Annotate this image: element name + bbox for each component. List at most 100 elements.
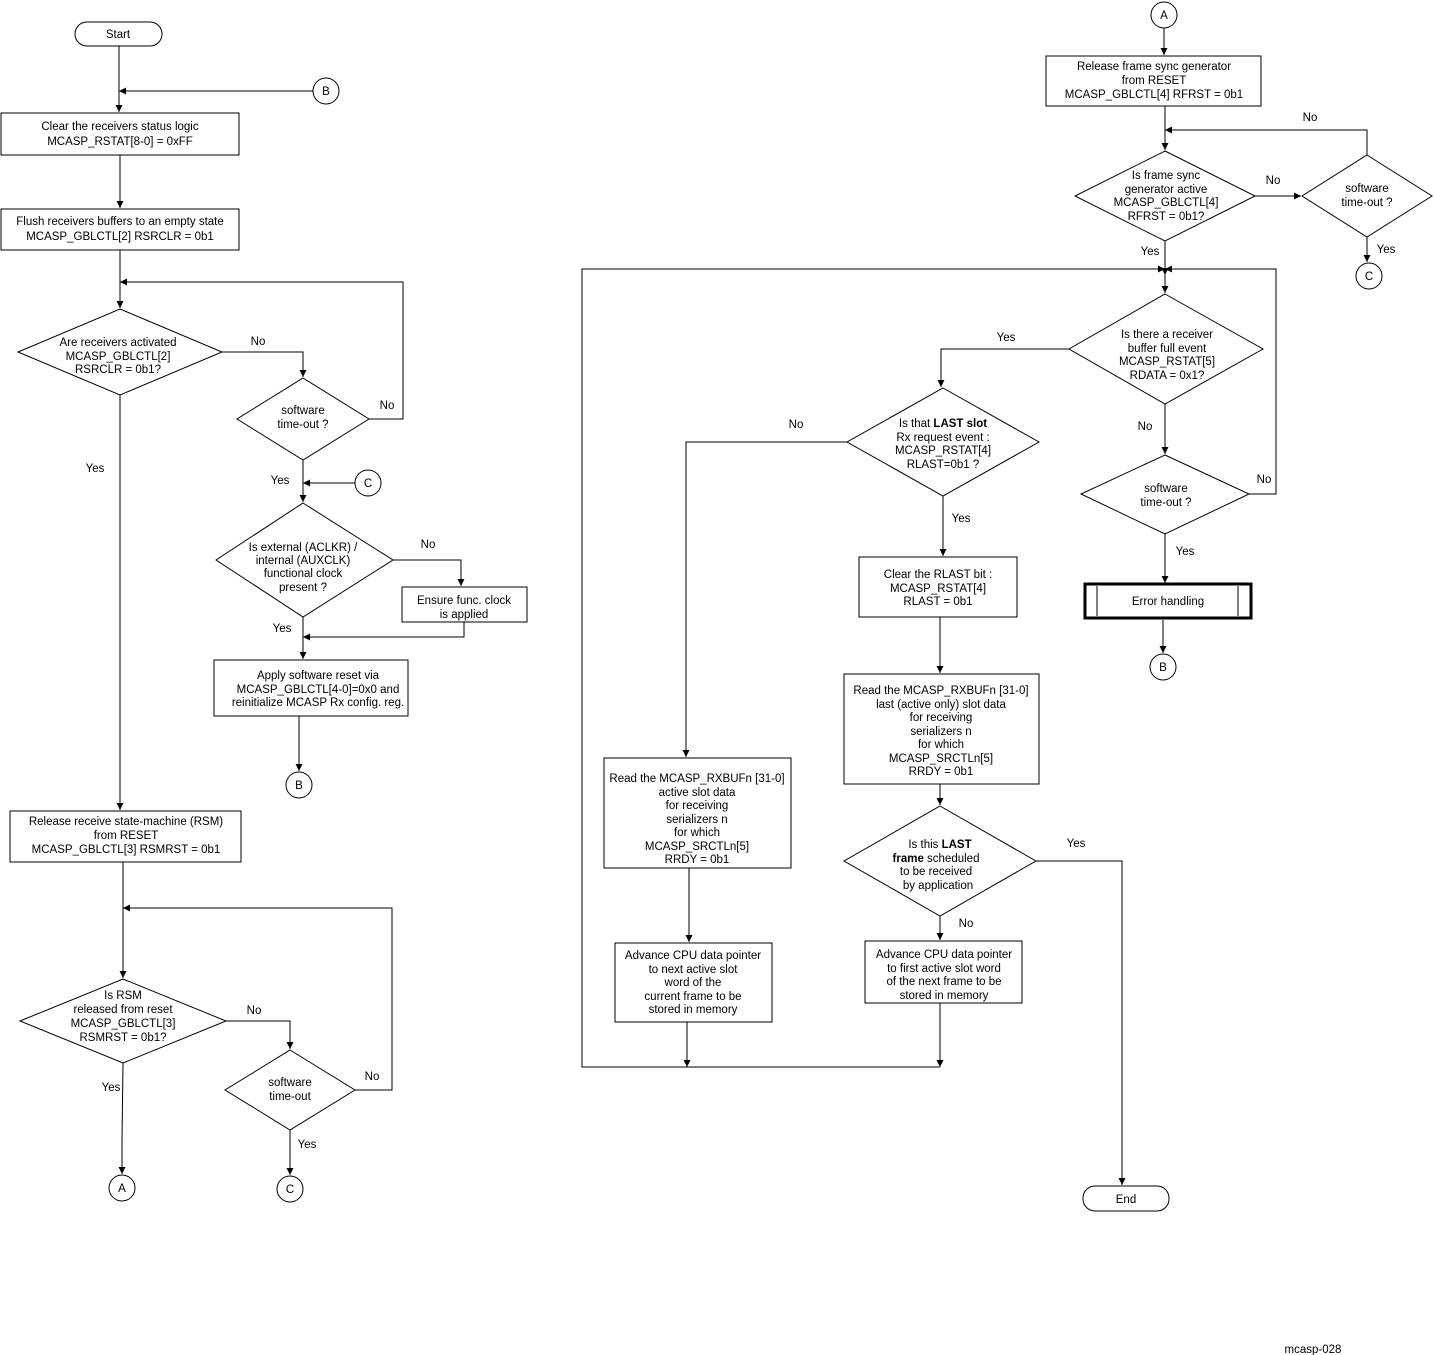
connector-b-mid: B — [285, 771, 313, 799]
svg-text:MCASP_RSTAT[4]: MCASP_RSTAT[4] — [895, 445, 991, 457]
svg-text:software: software — [1144, 483, 1187, 495]
svg-text:to be received: to be received — [900, 866, 972, 878]
svg-text:A: A — [1160, 10, 1168, 22]
svg-text:Clear the RLAST bit :: Clear the RLAST bit : — [884, 569, 992, 581]
svg-text:A: A — [118, 1183, 126, 1195]
no-label: No — [251, 336, 266, 348]
last-slot-decision: Is that LAST slot Rx request event : MCA… — [845, 387, 1041, 497]
svg-text:time-out: time-out — [269, 1091, 311, 1103]
svg-text:MCASP_GBLCTL[4-0]=0x0 and: MCASP_GBLCTL[4-0]=0x0 and — [237, 684, 400, 696]
svg-text:B: B — [295, 780, 303, 792]
svg-text:Read the MCASP_RXBUFn [31-0]: Read the MCASP_RXBUFn [31-0] — [853, 685, 1028, 697]
svg-text:RSMRST = 0b1?: RSMRST = 0b1? — [79, 1032, 166, 1044]
svg-text:stored in memory: stored in memory — [649, 1004, 738, 1016]
svg-text:RLAST = 0b1: RLAST = 0b1 — [903, 596, 972, 608]
svg-text:of the next frame to be: of the next frame to be — [886, 976, 1001, 988]
end-label: End — [1116, 1194, 1136, 1206]
last-frame-bold-2: frame — [893, 853, 924, 865]
last-frame-suffix: scheduled — [924, 853, 980, 865]
software-reset-box: Apply software reset via MCASP_GBLCTL[4-… — [213, 659, 409, 717]
connector-c-right: C — [1355, 262, 1383, 290]
read-active-slot-box: Read the MCASP_RXBUFn [31-0] active slot… — [603, 757, 792, 869]
flush-box: Flush receivers buffers to an empty stat… — [0, 208, 240, 251]
svg-text:time-out ?: time-out ? — [277, 419, 328, 431]
svg-text:word of the: word of the — [664, 977, 722, 989]
ensure-clock-box: Ensure func. clock is applied — [401, 586, 528, 623]
yes-label: Yes — [1377, 244, 1396, 256]
yes-label: Yes — [1141, 246, 1160, 258]
connector-b-top: B — [312, 77, 340, 105]
svg-text:from RESET: from RESET — [1122, 75, 1187, 87]
svg-text:MCASP_GBLCTL[3]: MCASP_GBLCTL[3] — [71, 1018, 176, 1030]
svg-text:time-out ?: time-out ? — [1140, 497, 1191, 509]
svg-text:Is this LAST: Is this LAST — [908, 839, 971, 851]
svg-text:for which: for which — [674, 827, 720, 839]
no-label: No — [959, 918, 974, 930]
receivers-activated-decision: Are receivers activated MCASP_GBLCTL[2] … — [16, 308, 224, 396]
svg-text:software: software — [281, 405, 324, 417]
yes-label: Yes — [952, 513, 971, 525]
buffer-full-decision: Is there a receiver buffer full event MC… — [1067, 293, 1265, 405]
svg-text:MCASP_SRCTLn[5]: MCASP_SRCTLn[5] — [645, 841, 749, 853]
svg-text:RDATA = 0x1?: RDATA = 0x1? — [1130, 370, 1205, 382]
last-slot-prefix: Is that — [899, 418, 934, 430]
no-label: No — [380, 400, 395, 412]
end-terminal: End — [1082, 1185, 1170, 1212]
release-fsg-box: Release frame sync generator from RESET … — [1045, 55, 1262, 107]
connector-b-right: B — [1149, 653, 1177, 681]
figure-id: mcasp-028 — [1285, 1344, 1342, 1355]
svg-text:C: C — [286, 1184, 294, 1196]
svg-text:Are receivers activated: Are receivers activated — [60, 337, 177, 349]
svg-text:B: B — [1159, 662, 1167, 674]
svg-text:active slot data: active slot data — [659, 787, 736, 799]
svg-text:released from reset: released from reset — [73, 1004, 173, 1016]
svg-text:from RESET: from RESET — [94, 830, 159, 842]
svg-text:MCASP_GBLCTL[4]: MCASP_GBLCTL[4] — [1114, 197, 1219, 209]
last-frame-prefix: Is this — [908, 839, 941, 851]
software-timeout-decision-4: software time-out ? — [1079, 454, 1251, 535]
svg-text:frame scheduled: frame scheduled — [893, 853, 980, 865]
svg-text:time-out ?: time-out ? — [1341, 197, 1392, 209]
svg-text:RFRST = 0b1?: RFRST = 0b1? — [1128, 211, 1205, 223]
software-timeout-decision-2: software time-out — [224, 1049, 356, 1131]
start-terminal: Start — [74, 21, 163, 47]
svg-text:for receiving: for receiving — [910, 712, 973, 724]
last-frame-decision: Is this LAST frame scheduled to be recei… — [842, 805, 1038, 917]
svg-text:last (active only) slot dat: last (active only) slot data — [876, 699, 1006, 711]
software-timeout-decision-3: software time-out ? — [1301, 154, 1433, 238]
software-timeout-decision-1: software time-out ? — [236, 377, 370, 461]
svg-text:C: C — [364, 478, 372, 490]
svg-text:current frame to be: current frame to be — [644, 991, 741, 1003]
svg-text:Error handling: Error handling — [1132, 596, 1204, 608]
yes-label: Yes — [86, 463, 105, 475]
svg-text:generator active: generator active — [1125, 184, 1207, 196]
no-label: No — [1266, 175, 1281, 187]
svg-text:functional clock: functional clock — [264, 568, 343, 580]
svg-text:RLAST=0b1 ?: RLAST=0b1 ? — [907, 459, 980, 471]
svg-text:MCASP_RSTAT[4]: MCASP_RSTAT[4] — [890, 583, 986, 595]
svg-text:is applied: is applied — [440, 609, 489, 621]
svg-text:Read the MCASP_RXBUFn [31-0]: Read the MCASP_RXBUFn [31-0] — [609, 773, 784, 785]
no-label: No — [1257, 474, 1272, 486]
connector-a-top: A — [1150, 1, 1178, 29]
svg-text:Advance CPU data pointer: Advance CPU data pointer — [625, 950, 761, 962]
last-slot-bold: LAST slot — [933, 418, 987, 430]
connector-c-bottom: C — [276, 1175, 304, 1203]
svg-text:software: software — [1345, 183, 1388, 195]
svg-text:MCASP_GBLCTL[4] RFRST = 0b1: MCASP_GBLCTL[4] RFRST = 0b1 — [1065, 89, 1243, 101]
svg-text:RRDY = 0b1: RRDY = 0b1 — [909, 766, 974, 778]
svg-text:to first active slot word: to first active slot word — [887, 963, 1001, 975]
no-label: No — [365, 1071, 380, 1083]
svg-text:software: software — [268, 1077, 311, 1089]
svg-text:C: C — [1365, 271, 1373, 283]
yes-label: Yes — [1176, 546, 1195, 558]
rsm-released-decision: Is RSM released from reset MCASP_GBLCTL[… — [18, 978, 228, 1064]
yes-label: Yes — [997, 332, 1016, 344]
svg-text:Flush receivers buffers to an: Flush receivers buffers to an empty stat… — [16, 216, 224, 228]
svg-text:MCASP_RSTAT[5]: MCASP_RSTAT[5] — [1119, 356, 1215, 368]
svg-text:present ?: present ? — [279, 582, 327, 594]
svg-text:for receiving: for receiving — [666, 800, 729, 812]
svg-text:MCASP_GBLCTL[3] RSMRST = 0b1: MCASP_GBLCTL[3] RSMRST = 0b1 — [32, 844, 221, 856]
svg-text:to next active slot: to next active slot — [649, 964, 739, 976]
